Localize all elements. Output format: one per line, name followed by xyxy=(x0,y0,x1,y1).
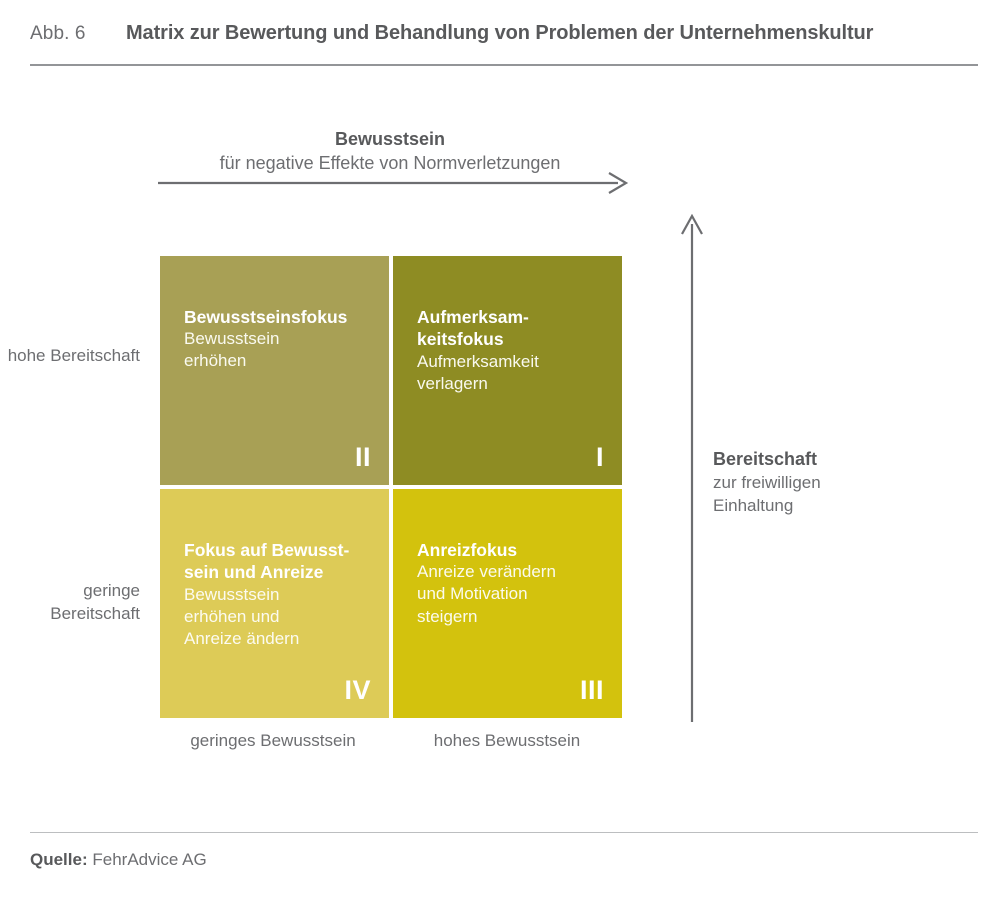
footer-divider xyxy=(30,832,978,833)
header-divider xyxy=(30,64,978,66)
quadrant-cell-i[interactable]: Aufmerksam- keitsfokus Aufmerksamkeit ve… xyxy=(393,256,622,485)
page-title: Matrix zur Bewertung und Behandlung von … xyxy=(126,22,874,44)
quadrant-title: Anreizfokus xyxy=(417,540,518,560)
row-label-high-readiness: hohe Bereitschaft xyxy=(7,346,140,365)
quadrant-title: Bewusstseinsfokus xyxy=(184,307,348,327)
quadrant-matrix: Bewusstseinsfokus Bewusstsein erhöhen II… xyxy=(160,256,622,718)
arrow-up-icon xyxy=(681,214,703,722)
quadrant-title: Fokus auf Bewusst- sein und Anreize xyxy=(184,540,350,583)
top-axis-subtitle: für negative Effekte von Normverletzunge… xyxy=(219,152,561,173)
top-axis-label: Bewusstsein für negative Effekte von Nor… xyxy=(150,128,630,176)
row-label-low-readiness: geringe Bereitschaft xyxy=(50,581,140,623)
quadrant-roman-numeral: I xyxy=(595,442,604,472)
right-axis-title: Bereitschaft xyxy=(713,449,818,469)
quadrant-roman-numeral: IV xyxy=(344,675,371,705)
column-label-high-awareness: hohes Bewusstsein xyxy=(433,731,581,750)
arrow-right-icon xyxy=(158,172,629,194)
quadrant-roman-numeral: II xyxy=(354,442,371,472)
source-value: FehrAdvice AG xyxy=(92,850,207,869)
quadrant-cell-iii[interactable]: Anreizfokus Anreize verändern und Motiva… xyxy=(393,489,622,718)
quadrant-description: Aufmerksamkeit verlagern xyxy=(417,351,539,393)
quadrant-description: Anreize verändern und Motivation steiger… xyxy=(417,562,556,626)
quadrant-cell-iv[interactable]: Fokus auf Bewusst- sein und Anreize Bewu… xyxy=(160,489,389,718)
quadrant-description: Bewusstsein erhöhen xyxy=(184,329,280,371)
source-label: Quelle: xyxy=(30,850,88,869)
source-note: Quelle: FehrAdvice AG xyxy=(30,849,207,871)
quadrant-title: Aufmerksam- keitsfokus xyxy=(417,307,529,350)
right-axis-subtitle-line2: Einhaltung xyxy=(713,495,794,515)
figure-number: Abb. 6 xyxy=(30,23,86,44)
quadrant-description: Bewusstsein erhöhen und Anreize ändern xyxy=(184,584,300,648)
right-axis-subtitle-line1: zur freiwilligen xyxy=(713,472,821,492)
figure-header: Abb. 6 Matrix zur Bewertung und Behandlu… xyxy=(30,22,978,56)
quadrant-roman-numeral: III xyxy=(579,675,604,705)
right-axis-label: Bereitschaft zur freiwilligen Einhaltung xyxy=(713,448,963,517)
quadrant-cell-ii[interactable]: Bewusstseinsfokus Bewusstsein erhöhen II xyxy=(160,256,389,485)
top-axis-title: Bewusstsein xyxy=(334,129,446,149)
column-label-low-awareness: geringes Bewusstsein xyxy=(190,731,356,750)
